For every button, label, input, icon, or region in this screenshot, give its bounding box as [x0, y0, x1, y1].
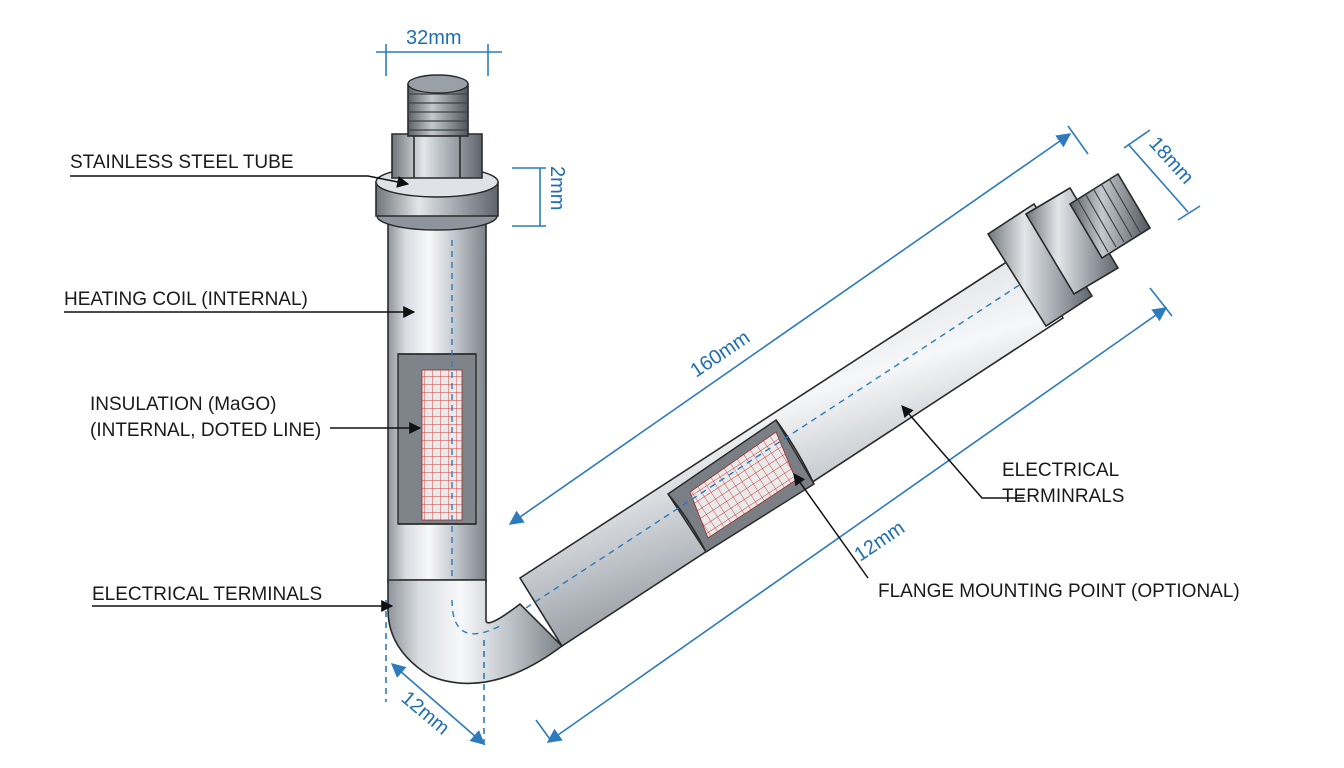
label-insulation-line1: INSULATION (MaGO) [90, 394, 277, 415]
elbow-bend [387, 579, 564, 685]
dim-top-width: 32mm [406, 27, 462, 49]
label-electrical-terminals-left: ELECTRICAL TERMINALS [92, 584, 322, 605]
label-stainless-steel-tube: STAINLESS STEEL TUBE [70, 152, 294, 173]
dim-length: 160mm [686, 327, 754, 383]
label-flange-mounting-point: FLANGE MOUNTING POINT (OPTIONAL) [878, 581, 1240, 602]
top-fitting [375, 74, 499, 231]
vertical-heating-coil [421, 369, 463, 521]
dim-right-diameter: 18mm [1144, 133, 1198, 189]
dim-bottom: 12mm [397, 687, 454, 740]
dimension-lines [376, 44, 1201, 748]
label-electrical-terminals-right-line1: ELECTRICAL [1002, 460, 1119, 481]
label-insulation-line2: (INTERNAL, DOTED LINE) [90, 420, 321, 441]
leader-lines [64, 175, 1024, 612]
dim-top-height: 2mm [546, 166, 568, 210]
vertical-tube [387, 217, 487, 640]
label-heating-coil: HEATING COIL (INTERNAL) [64, 289, 308, 310]
label-electrical-terminals-right-line2: TERMINRALS [1002, 486, 1124, 507]
